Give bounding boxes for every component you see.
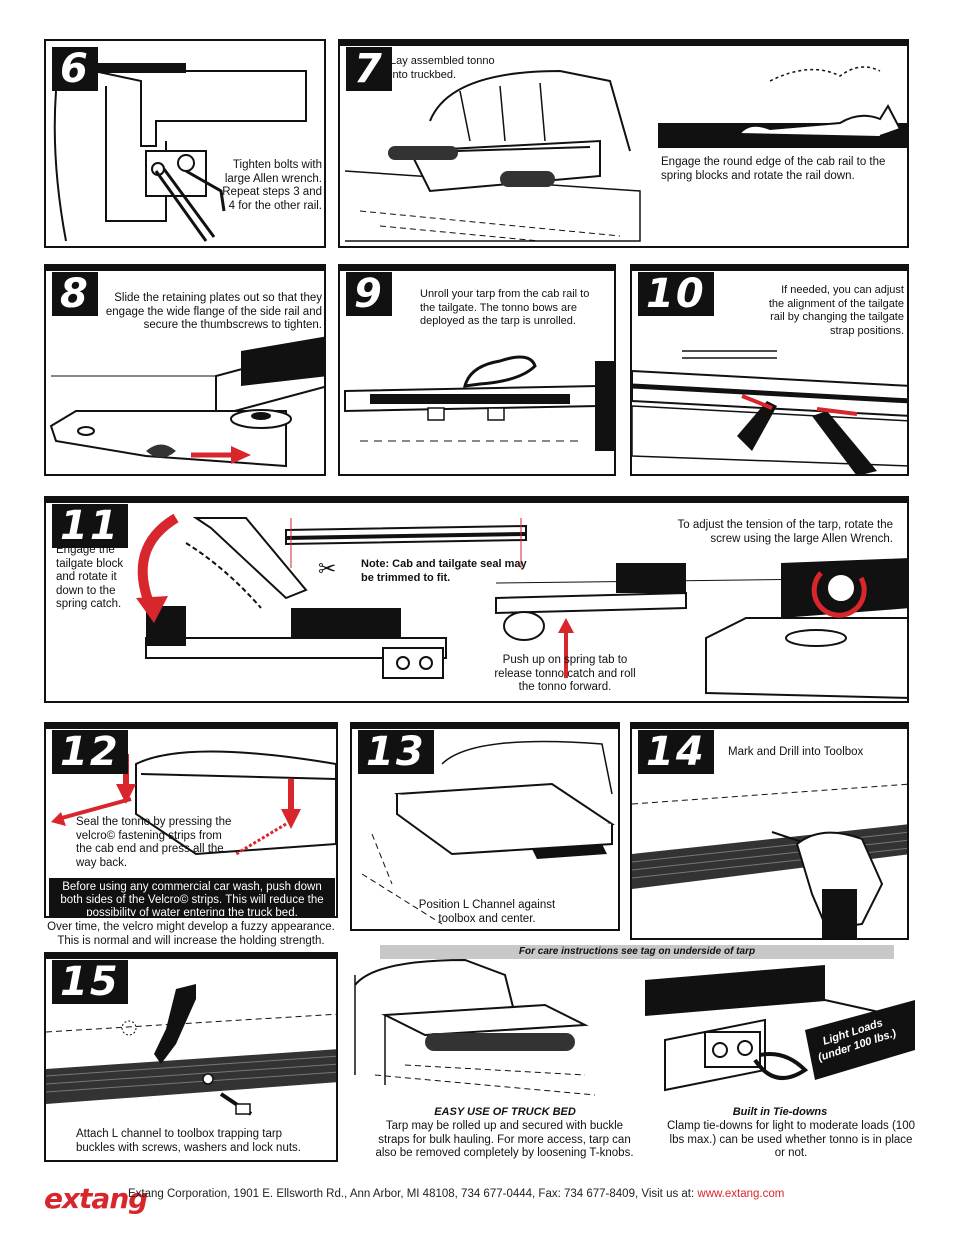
easy-use-illustration [354,958,596,1096]
step-10-instruction: If needed, you can adjust the alignment … [768,284,904,337]
tie-down-text: Clamp tie-downs for light to moderate lo… [666,1120,915,1159]
panel-top-bar [46,724,336,729]
footer: extang Extang Corporation, 1901 E. Ellsw… [44,1180,909,1215]
step-11-illustration [136,513,907,699]
panel-top-bar [632,266,907,271]
step-7-number: 7 [346,47,392,91]
step-7-instruction-a: Lay assembled tonno into truckbed. [390,55,495,81]
step-11-instruction-a: Engage the tailgate block and rotate it … [56,544,124,610]
step-15-number: 15 [52,960,128,1004]
step-7-instruction-b: Engage the round edge of the cab rail to… [661,156,886,182]
step-12-panel: 12 Seal the tonno by pressing the velcro… [44,722,338,918]
step-7-panel: 7 Lay assembled tonno into truckbed. Eng… [338,39,909,248]
step-15-panel: 15 Attach L channel to toolbox trapping … [44,952,338,1162]
step-10-illustration [632,350,907,474]
step-8-illustration [49,336,324,468]
step-11-note: Note: Cab and tailgate seal may be trimm… [361,558,527,584]
step-6-illustration [53,63,307,242]
step-11-instruction-b: Push up on spring tab to release tonno c… [494,654,636,693]
step-6-panel: 6 Tighten bolts with large Allen wrench.… [44,39,326,248]
step-13-panel: 13 Position L Channel against toolbox an… [350,722,620,931]
step-15-illustration [46,984,336,1116]
step-11-panel: 11 Engage the tailgate block and rotate … [44,496,909,703]
step-9-illustration [344,355,614,451]
panel-top-bar [46,266,324,271]
easy-use-text: Tarp may be rolled up and secured with b… [375,1120,634,1159]
step-14-illustration [632,783,907,938]
step-12-number: 12 [52,730,128,774]
step-7-illustration [344,66,907,242]
step-12-illustration [51,750,336,856]
easy-use-title: EASY USE OF TRUCK BED [434,1106,576,1118]
tie-down-illustration [645,965,915,1092]
care-instructions-bar: For care instructions see tag on undersi… [380,945,894,959]
step-14-number: 14 [638,730,714,774]
step-10-panel: 10 If needed, you can adjust the alignme… [630,264,909,476]
step-11-instruction-c: To adjust the tension of the tarp, rotat… [677,519,893,545]
step-6-instruction: Tighten bolts with large Allen wrench. R… [222,159,322,212]
velcro-note: Over time, the velcro might develop a fu… [47,921,335,947]
step-8-number: 8 [52,272,98,316]
panel-top-bar [352,724,618,729]
tie-down-title: Built in Tie-downs [732,1106,828,1118]
panel-top-bar [46,498,907,503]
step-8-panel: 8 Slide the retaining plates out so that… [44,264,326,476]
step-15-instruction: Attach L channel to toolbox trapping tar… [76,1128,301,1154]
step-8-instruction: Slide the retaining plates out so that t… [105,292,322,331]
step-9-panel: 9 Unroll your tarp from the cab rail to … [338,264,616,476]
carwash-warning: Before using any commercial car wash, pu… [49,878,335,916]
panel-top-bar [340,41,907,46]
step-9-instruction: Unroll your tarp from the cab rail to th… [420,288,590,327]
step-14-panel: 14 Mark and Drill into Toolbox [630,722,909,940]
website-link[interactable]: www.extang.com [697,1188,785,1200]
step-13-illustration [361,740,616,925]
step-6-number: 6 [52,47,98,91]
scissors-icon: ✂ [318,556,337,581]
step-14-instruction: Mark and Drill into Toolbox [728,746,864,758]
footer-address: Extang Corporation, 1901 E. Ellsworth Rd… [128,1188,784,1200]
panel-top-bar [632,724,907,729]
panel-top-bar [340,266,614,271]
step-11-number: 11 [52,504,128,548]
panel-top-bar [46,954,336,959]
extang-logo: extang [44,1182,148,1215]
step-13-instruction: Position L Channel against toolbox and c… [418,899,556,925]
step-9-number: 9 [346,272,392,316]
step-12-instruction: Seal the tonno by pressing the velcro© f… [76,816,232,869]
footer-address-text: Extang Corporation, 1901 E. Ellsworth Rd… [128,1188,695,1200]
step-10-number: 10 [638,272,714,316]
step-13-number: 13 [358,730,434,774]
